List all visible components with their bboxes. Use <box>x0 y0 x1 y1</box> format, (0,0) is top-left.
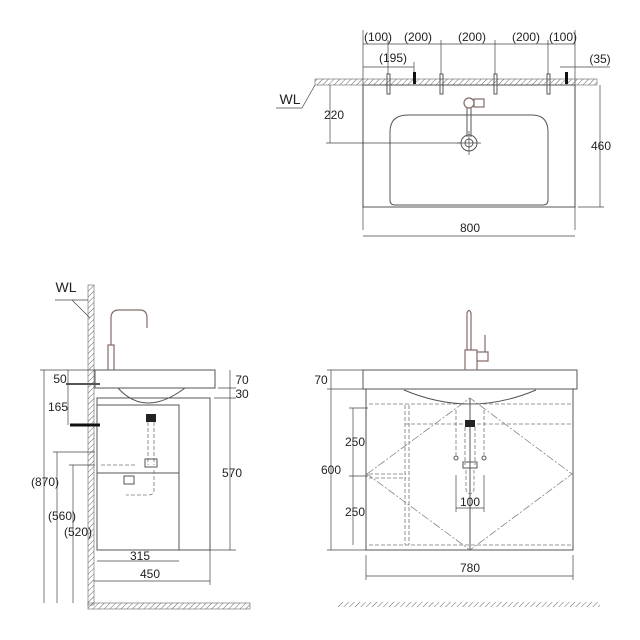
dim-label: 460 <box>591 139 611 153</box>
drain-pipe <box>100 414 158 496</box>
wall-anchors <box>386 72 568 95</box>
dim-label: 250 <box>345 435 365 449</box>
drain-icon <box>457 131 481 155</box>
dim-label: (200) <box>512 30 540 44</box>
dim-label: 100 <box>460 495 480 509</box>
wall-hatch <box>87 284 95 606</box>
dim-label: 70 <box>314 373 328 387</box>
faucet-icon <box>107 309 148 370</box>
countertop <box>362 369 578 390</box>
floor-hatch <box>338 602 600 607</box>
dim-label: (870) <box>31 475 59 489</box>
dim-label: 600 <box>321 463 341 477</box>
dim-label: (100) <box>549 30 577 44</box>
dim-label: (195) <box>379 51 407 65</box>
dim-label: 165 <box>48 400 68 414</box>
wall-hatch <box>314 78 598 86</box>
dim-label: 70 <box>235 373 249 387</box>
dim-label: (520) <box>64 525 92 539</box>
dim-label: 30 <box>235 387 249 401</box>
door-swing-lines <box>366 397 573 551</box>
dim-label: (560) <box>48 509 76 523</box>
faucet-icon <box>463 97 485 137</box>
wl-label: WL <box>56 279 77 295</box>
side-view: WL 50 165 (870) (560) (520) 70 30 570 31… <box>31 279 251 610</box>
floor-hatch <box>87 602 251 610</box>
dim-label: (200) <box>458 30 486 44</box>
faucet-icon <box>464 309 489 370</box>
dim-label: 250 <box>345 505 365 519</box>
dim-label: (100) <box>364 30 392 44</box>
basin-bowl <box>389 114 549 206</box>
top-view: WL (100) (200) (200) (200) (100) (195) (… <box>276 30 611 237</box>
countertop <box>94 369 216 389</box>
front-view: 70 250 600 250 100 780 <box>314 309 600 607</box>
wl-label: WL <box>280 91 301 107</box>
dim-label: (35) <box>589 52 610 66</box>
dim-label: 50 <box>53 372 67 386</box>
dim-label: 315 <box>130 549 150 563</box>
drain-pipe <box>453 410 487 495</box>
dim-label: 450 <box>140 567 160 581</box>
dim-label: 570 <box>222 466 242 480</box>
dim-label: 780 <box>460 561 480 575</box>
dim-label: 800 <box>460 221 480 235</box>
dim-label: 220 <box>324 108 344 122</box>
dim-label: (200) <box>404 30 432 44</box>
